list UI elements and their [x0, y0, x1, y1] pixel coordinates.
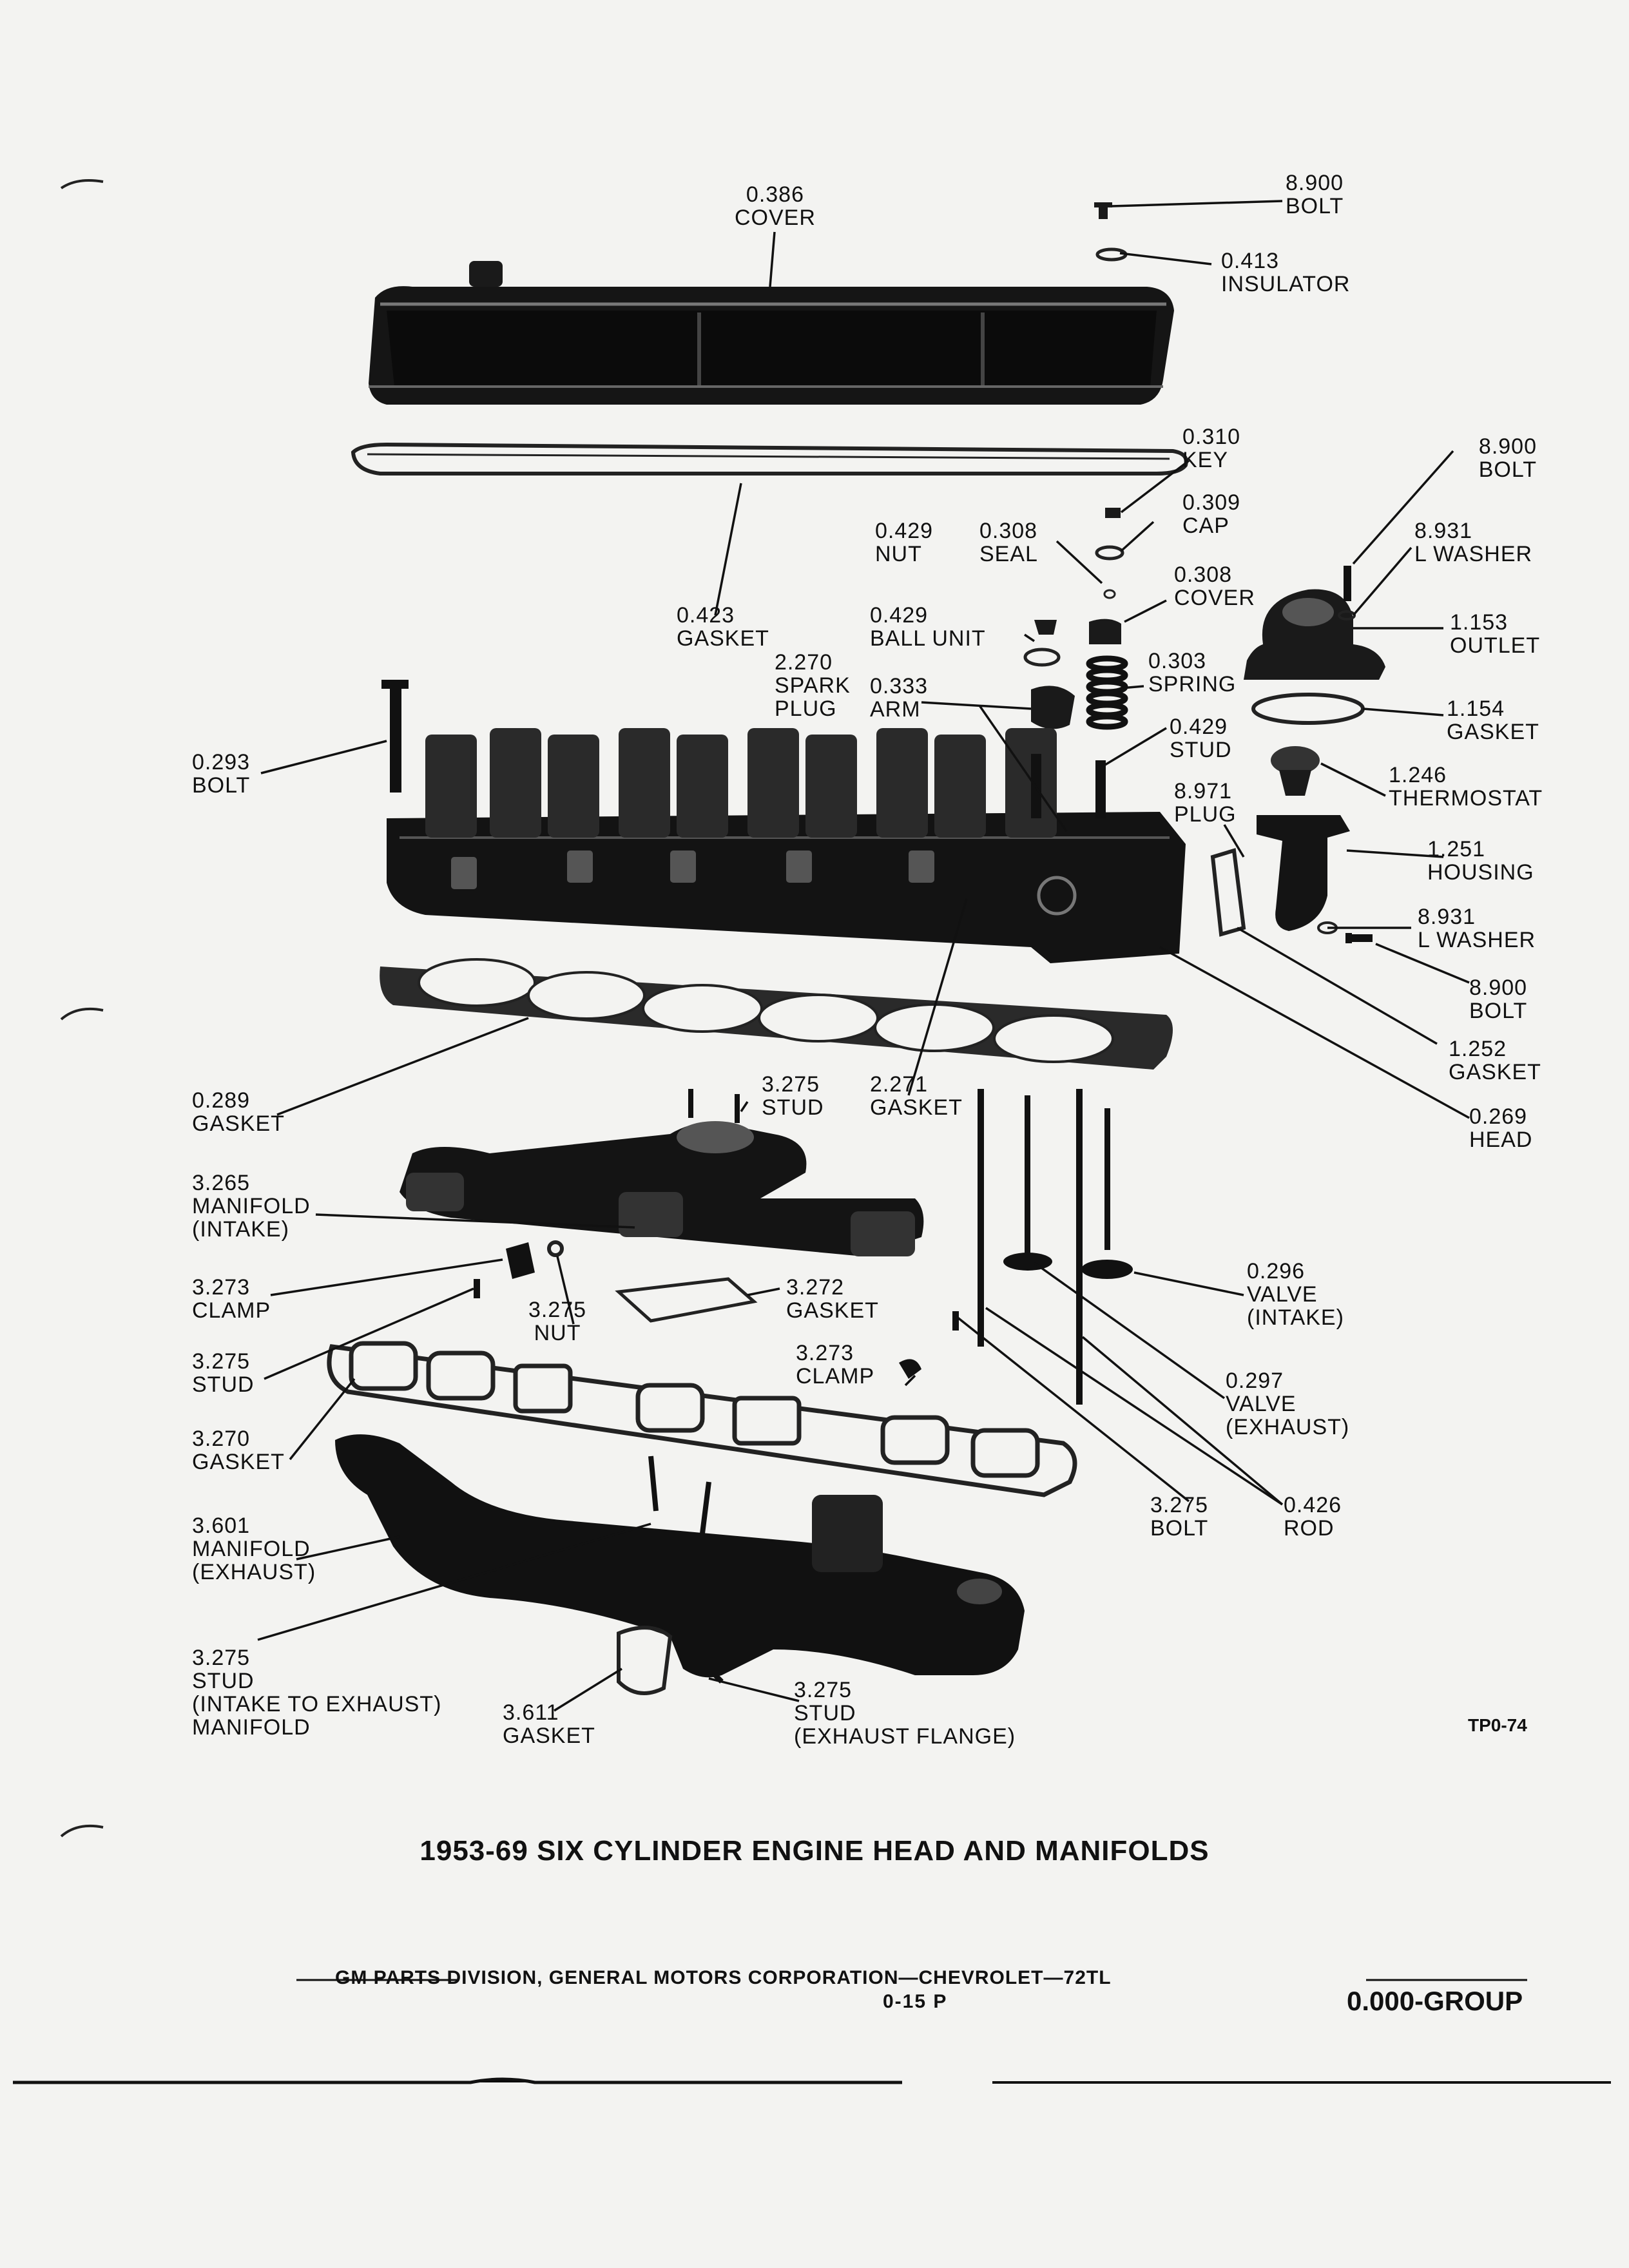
figure-code: TP0-74 [1468, 1715, 1527, 1735]
cylinder-head-part [381, 680, 1186, 963]
water-outlet-parts [1210, 566, 1385, 943]
footer-group: 0.000-GROUP [1347, 1986, 1523, 2016]
footer-page-number: 0-15 P [883, 1991, 948, 2012]
manifold-hardware [474, 1089, 959, 1684]
valve-spring-part [1086, 655, 1128, 730]
footer-rules [13, 1979, 1611, 2084]
exhaust-manifold-gasket-part [327, 1341, 1077, 1497]
leader-lines [257, 200, 1470, 1712]
rocker-cover-part [369, 261, 1174, 405]
exhaust-manifold-part [335, 1434, 1025, 1695]
cover-gasket-part [351, 442, 1188, 476]
head-gasket-part [380, 958, 1173, 1070]
valves-and-pushrods [978, 1089, 1133, 1405]
page-title: 1953-69 SIX CYLINDER ENGINE HEAD AND MAN… [419, 1835, 1210, 1867]
scan-margin-marks [60, 179, 104, 1838]
small-top-parts [1023, 202, 1128, 729]
intake-manifold-part [400, 1121, 924, 1256]
footer-publisher: GM PARTS DIVISION, GENERAL MOTORS CORPOR… [335, 1967, 1112, 1988]
